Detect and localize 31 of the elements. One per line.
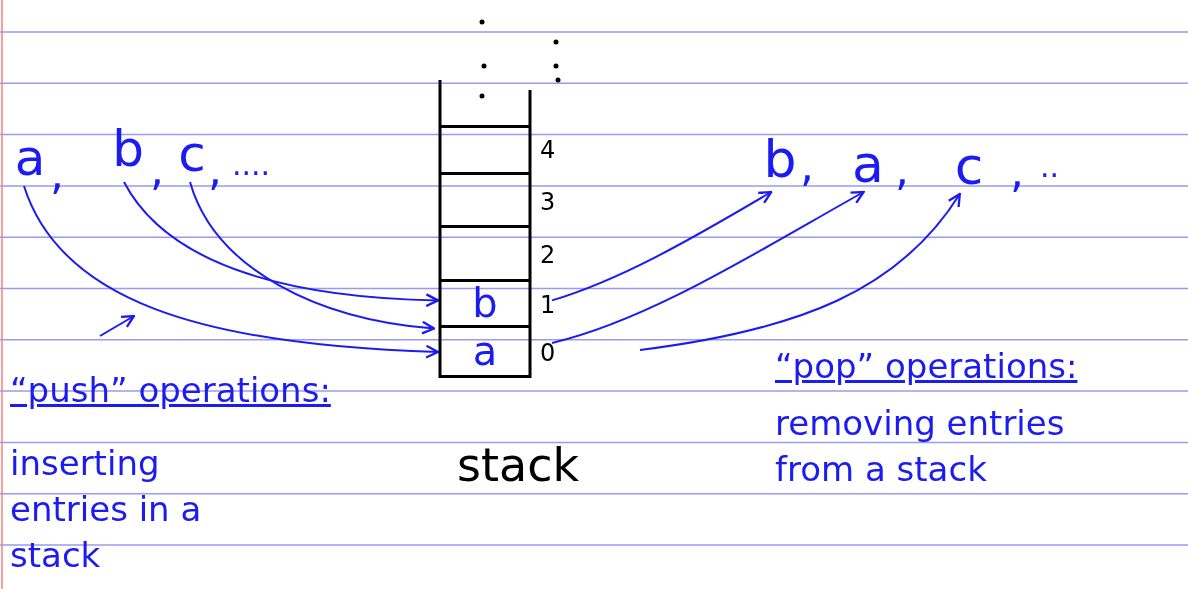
arrow (551, 190, 773, 302)
description-note: inserting entries in a stack (10, 442, 203, 577)
index-number: 3 (540, 189, 556, 214)
sequence-separator: , (895, 146, 909, 195)
sequence-separator: , (800, 142, 814, 191)
arrow (639, 192, 961, 351)
sequence-separator: , (50, 150, 64, 199)
sequence-separator: .. (1040, 150, 1060, 183)
sequence-letter: b (758, 128, 802, 190)
arrow (123, 181, 440, 307)
index-number: 2 (540, 243, 556, 267)
sequence-separator: , (1010, 148, 1024, 197)
sequence-separator: .... (232, 148, 271, 181)
stack-slot: a (440, 328, 530, 378)
stack-title: stack (455, 442, 581, 488)
index-number: 4 (540, 138, 556, 162)
section-heading: “pop” operations: (775, 348, 1078, 386)
index-number: 0 (540, 341, 556, 365)
description-note: removing entries from a stack (775, 402, 1066, 491)
arrow (23, 185, 440, 359)
sequence-separator: , (150, 146, 164, 195)
arrow (189, 181, 436, 335)
sequence-letter: c (946, 140, 992, 192)
stack-slot: b (440, 282, 530, 328)
stack-slot (440, 125, 530, 175)
sequence-letter: b (108, 118, 148, 180)
sequence-letter: a (846, 138, 890, 190)
arrow (551, 190, 865, 344)
index-number: 1 (540, 293, 556, 317)
sequence-letter: a (10, 132, 50, 184)
section-heading: “push” operations: (10, 372, 331, 410)
